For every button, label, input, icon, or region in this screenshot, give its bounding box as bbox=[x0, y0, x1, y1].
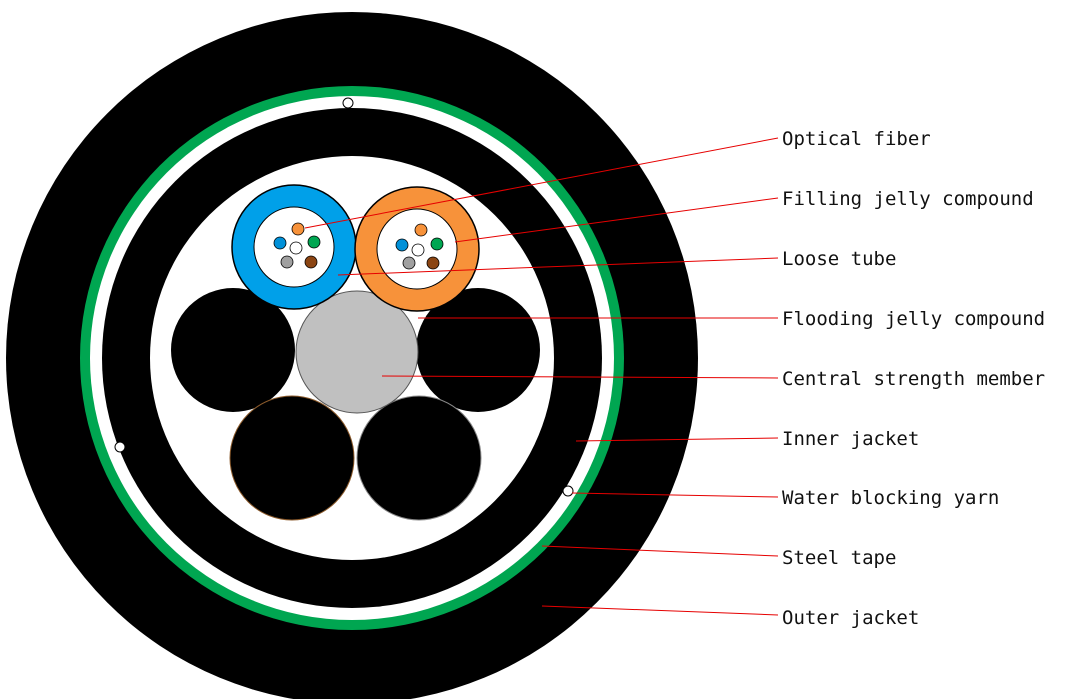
fiber bbox=[426, 256, 440, 270]
leader-optical-fiber bbox=[304, 137, 779, 229]
label-loose-tube: Loose tube bbox=[782, 248, 896, 270]
water-blocking-yarn-top bbox=[342, 97, 354, 109]
water-blocking-yarn-right bbox=[562, 485, 574, 497]
leader-filling-jelly-compound bbox=[454, 197, 779, 243]
leader-water-blocking-yarn bbox=[571, 492, 779, 498]
leader-outer-jacket bbox=[541, 605, 779, 616]
filler-rod-bottom-right bbox=[356, 395, 482, 521]
leader-lines bbox=[304, 137, 779, 616]
filler-rod-bottom-left bbox=[229, 395, 355, 521]
label-outer-jacket: Outer jacket bbox=[782, 607, 919, 629]
label-water-blocking-yarn: Water blocking yarn bbox=[782, 487, 999, 509]
fiber bbox=[402, 256, 416, 270]
fiber bbox=[304, 255, 318, 269]
fiber bbox=[289, 241, 303, 255]
leader-steel-tape bbox=[541, 545, 779, 557]
label-inner-jacket: Inner jacket bbox=[782, 428, 919, 450]
label-flooding-jelly-compound: Flooding jelly compound bbox=[782, 308, 1045, 330]
filler-rod-left bbox=[171, 288, 295, 412]
water-blocking-yarn-left bbox=[114, 441, 126, 453]
filler-rod-right bbox=[416, 288, 540, 412]
fiber bbox=[411, 243, 425, 257]
leader-inner-jacket bbox=[575, 437, 779, 442]
fiber bbox=[430, 237, 444, 251]
label-steel-tape: Steel tape bbox=[782, 547, 896, 569]
central-strength-member bbox=[295, 290, 419, 414]
fiber bbox=[273, 236, 287, 250]
fibers-orange-tube bbox=[395, 223, 444, 270]
fiber bbox=[280, 255, 294, 269]
fibers-blue-tube bbox=[273, 222, 321, 269]
label-central-strength-member: Central strength member bbox=[782, 368, 1045, 390]
fiber bbox=[307, 235, 321, 249]
fiber bbox=[291, 222, 305, 236]
fiber bbox=[395, 238, 409, 252]
fiber bbox=[414, 223, 428, 237]
label-optical-fiber: Optical fiber bbox=[782, 128, 931, 150]
label-filling-jelly-compound: Filling jelly compound bbox=[782, 188, 1034, 210]
leader-central-strength-member bbox=[381, 375, 779, 379]
leader-loose-tube bbox=[337, 257, 779, 276]
